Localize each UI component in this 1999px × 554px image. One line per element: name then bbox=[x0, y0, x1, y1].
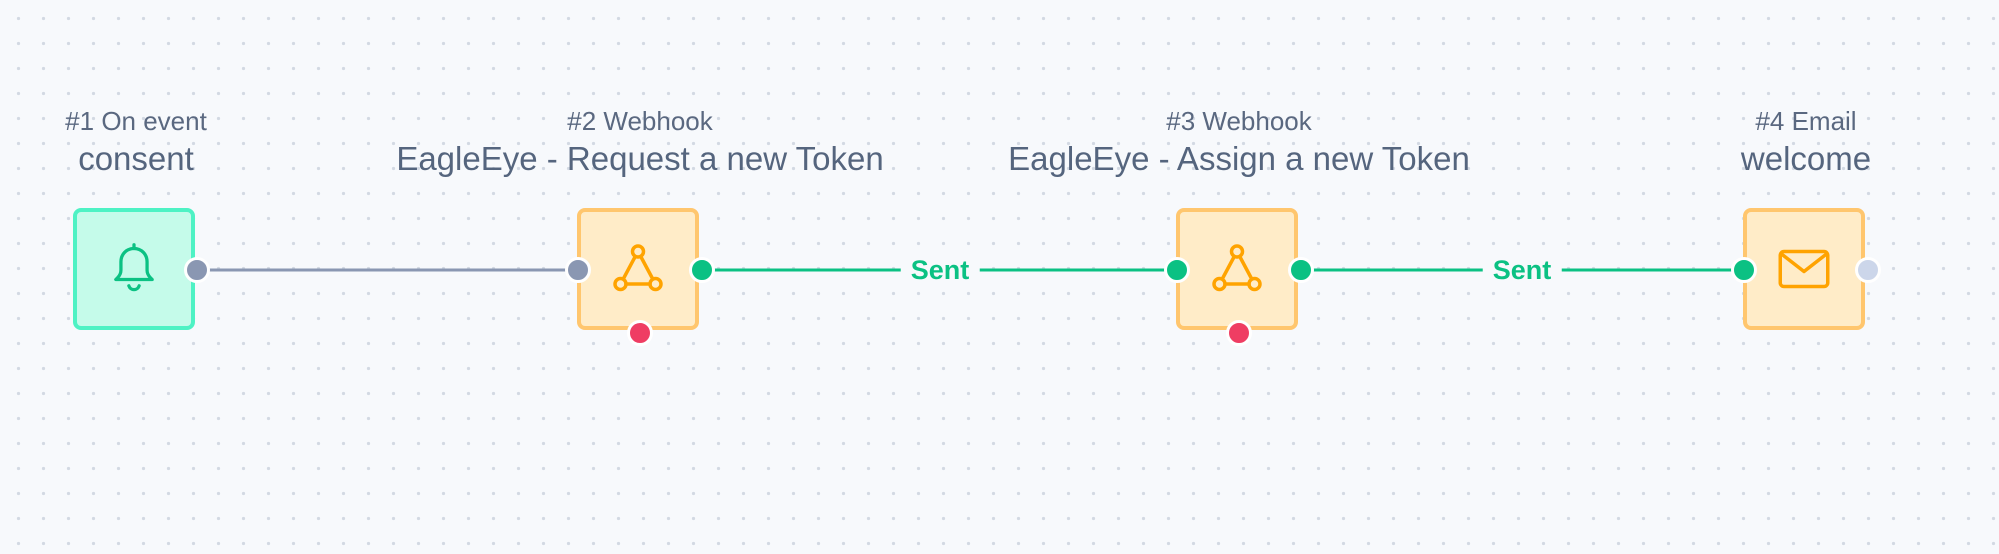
edge-label-3-4: Sent bbox=[1482, 253, 1562, 287]
node-4-step: #4 Email bbox=[1755, 106, 1857, 136]
node-2-step: #2 Webhook bbox=[567, 106, 713, 136]
envelope-icon bbox=[1774, 239, 1834, 299]
node-3-output-port[interactable] bbox=[1288, 257, 1314, 283]
node-3-label: #3 Webhook EagleEye - Assign a new Token bbox=[1008, 105, 1470, 181]
webhook-icon bbox=[608, 239, 668, 299]
node-2-name: EagleEye - Request a new Token bbox=[396, 140, 884, 177]
node-4-label: #4 Email welcome bbox=[1741, 105, 1871, 181]
edge-label-2-3: Sent bbox=[900, 253, 980, 287]
webhook-icon bbox=[1207, 239, 1267, 299]
node-4-email[interactable] bbox=[1743, 208, 1865, 330]
node-1-step: #1 On event bbox=[65, 106, 207, 136]
node-3-name: EagleEye - Assign a new Token bbox=[1008, 140, 1470, 177]
node-2-input-port[interactable] bbox=[565, 257, 591, 283]
node-3-input-port[interactable] bbox=[1164, 257, 1190, 283]
node-4-output-port[interactable] bbox=[1855, 257, 1881, 283]
node-1-output-port[interactable] bbox=[184, 257, 210, 283]
node-4-name: welcome bbox=[1740, 140, 1872, 177]
node-2-label: #2 Webhook EagleEye - Request a new Toke… bbox=[396, 105, 883, 181]
node-2-error-port[interactable] bbox=[627, 320, 653, 346]
node-2-webhook[interactable] bbox=[577, 208, 699, 330]
node-1-on-event[interactable] bbox=[73, 208, 195, 330]
node-3-webhook[interactable] bbox=[1176, 208, 1298, 330]
node-1-name: consent bbox=[78, 140, 194, 177]
node-3-step: #3 Webhook bbox=[1166, 106, 1312, 136]
node-1-label: #1 On event consent bbox=[65, 105, 207, 181]
node-4-input-port[interactable] bbox=[1731, 257, 1757, 283]
bell-icon bbox=[106, 241, 162, 297]
node-2-output-port[interactable] bbox=[689, 257, 715, 283]
node-3-error-port[interactable] bbox=[1226, 320, 1252, 346]
